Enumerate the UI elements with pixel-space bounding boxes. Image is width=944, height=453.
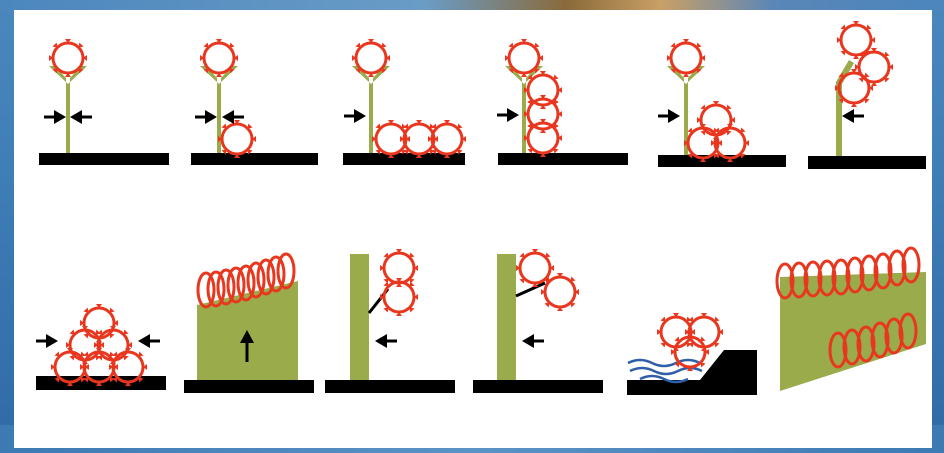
razor-wire-coil [855,48,893,86]
ground-bar [325,380,455,393]
razor-wire-coil [505,39,543,77]
razor-wire-coil [352,39,390,77]
razor-wire-coil [667,39,705,77]
arrow-right [195,110,217,124]
arrow-left [522,334,544,348]
ground-bar [808,156,926,169]
razor-wire-coil [218,120,256,158]
config-11-coils-on-riverbank [627,313,757,395]
config-12-wall-with-two-coil-rows [777,248,926,391]
fence-post-y [49,66,87,153]
arrow-right [658,109,680,123]
embankment [627,350,757,395]
ground-bar [191,153,318,165]
fence-post-y [352,66,390,153]
razor-wire-coil [49,39,87,77]
razor-wire-coil [524,119,562,157]
arrow-right [36,334,58,348]
ground-bar [498,153,628,165]
arrow-left [70,110,92,124]
razor-wire-coil [524,71,562,109]
razor-wire-coil [524,95,562,133]
razor-wire-coil [200,39,238,77]
arrow-left [222,110,244,124]
arrow-left [842,109,864,123]
config-1-single-coil-on-y-post [39,39,169,165]
arrow-right [44,110,66,124]
arrow-right [497,108,519,122]
ground-bar [184,380,314,393]
arrow-right [344,109,366,123]
ground-bar [473,380,603,393]
config-9-coils-on-outrigger [325,249,455,393]
razor-wire-coil [278,254,294,288]
config-10-coils-on-slanted-outrigger [473,249,603,393]
razor-wire-coil [541,273,579,311]
ground-bar [39,153,169,165]
fence-post-wide [350,254,369,380]
config-7-freestanding-coil-pyramid [36,304,166,390]
config-3-coils-along-ground [343,39,466,165]
config-8-coils-on-raised-wall [184,254,314,393]
fence-post-wide [497,254,516,380]
outrigger-arm [516,283,545,296]
config-6-coils-on-leaning-post [808,21,926,169]
arrow-left [138,334,160,348]
config-4-coils-stacked-vertical [497,39,628,165]
arrow-left [375,334,397,348]
config-5-coil-pyramid-base [658,39,786,167]
config-2-coil-top-and-base [191,39,318,165]
